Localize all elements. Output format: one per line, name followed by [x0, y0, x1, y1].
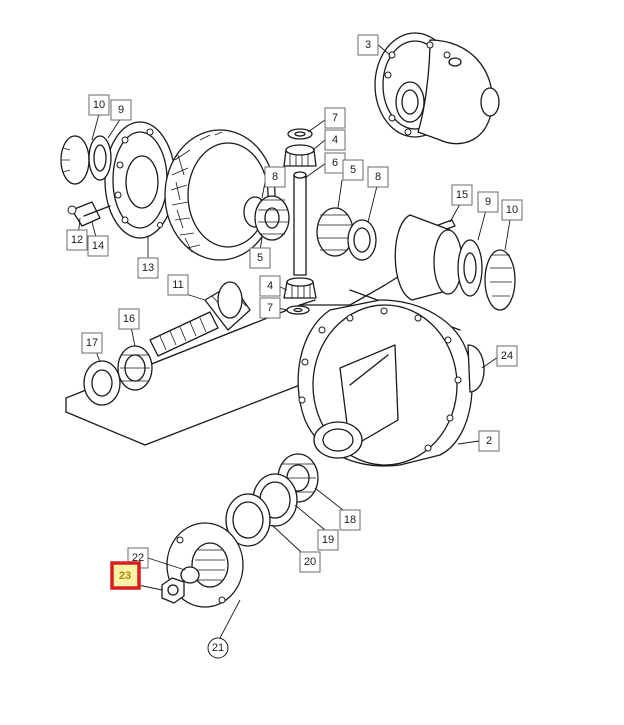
pinion-cross-shaft: [293, 171, 307, 276]
differential-pinion: [243, 195, 290, 241]
part-label-5: 5: [249, 247, 271, 269]
pinion-flange-and-nut: [161, 522, 244, 608]
svg-text:5: 5: [350, 164, 356, 176]
part-label-20: 20: [299, 551, 321, 573]
svg-text:3: 3: [365, 39, 371, 51]
part-label-18: 18: [339, 509, 361, 531]
svg-text:5: 5: [257, 252, 263, 264]
part-label-24: 24: [496, 345, 518, 367]
svg-text:4: 4: [267, 280, 273, 292]
svg-text:2: 2: [486, 435, 492, 447]
svg-text:16: 16: [123, 313, 135, 325]
part-label-23-highlighted: 23: [110, 561, 141, 590]
svg-text:23: 23: [119, 570, 131, 582]
ring-gear-assembly: [104, 121, 276, 261]
drive-pinion-shaft: [149, 281, 251, 357]
svg-text:12: 12: [71, 234, 83, 246]
left-bearing: [60, 135, 112, 185]
part-label-7: 7: [324, 107, 346, 129]
leader-lines: [77, 43, 511, 639]
svg-text:17: 17: [86, 337, 98, 349]
part-label-10: 10: [88, 94, 110, 116]
differential-case: [374, 32, 500, 145]
svg-text:9: 9: [118, 104, 124, 116]
side-gear-lower: [283, 277, 317, 315]
svg-text:13: 13: [142, 262, 154, 274]
part-label-15: 15: [451, 184, 473, 206]
svg-text:4: 4: [332, 134, 338, 146]
axle-housing: [297, 299, 485, 467]
part-label-3: 3: [357, 34, 379, 56]
part-label-7: 7: [259, 297, 281, 319]
part-label-6: 6: [324, 152, 346, 174]
svg-text:10: 10: [93, 99, 105, 111]
part-label-19: 19: [317, 529, 339, 551]
svg-text:15: 15: [456, 189, 468, 201]
svg-text:22: 22: [132, 552, 144, 564]
part-label-4: 4: [324, 129, 346, 151]
differential-pinion-right: [316, 207, 377, 261]
svg-text:7: 7: [332, 112, 338, 124]
part-label-21: 21: [207, 637, 229, 659]
svg-text:18: 18: [344, 514, 356, 526]
part-label-13: 13: [137, 257, 159, 279]
pinion-bearing-left: [83, 345, 153, 406]
svg-text:8: 8: [272, 171, 278, 183]
part-label-12: 12: [66, 229, 88, 251]
part-label-10: 10: [501, 199, 523, 221]
svg-text:7: 7: [267, 302, 273, 314]
part-label-9: 9: [477, 191, 499, 213]
part-label-16: 16: [118, 308, 140, 330]
part-label-2: 2: [478, 430, 500, 452]
part-label-17: 17: [81, 332, 103, 354]
svg-text:14: 14: [92, 240, 104, 252]
svg-text:9: 9: [485, 196, 491, 208]
svg-text:10: 10: [506, 204, 518, 216]
part-label-11: 11: [167, 274, 189, 296]
svg-text:19: 19: [322, 534, 334, 546]
side-gear-upper: [283, 128, 317, 167]
svg-text:20: 20: [304, 556, 316, 568]
part-label-9: 9: [110, 99, 132, 121]
part-label-14: 14: [87, 235, 109, 257]
right-bearing-group: [394, 214, 516, 311]
part-label-8: 8: [367, 166, 389, 188]
svg-text:21: 21: [212, 642, 224, 654]
svg-text:11: 11: [172, 279, 183, 291]
part-label-5: 5: [342, 159, 364, 181]
svg-text:6: 6: [332, 157, 338, 169]
pinion-bearings-front: [225, 453, 319, 547]
part-number-labels: 3 10 9 7 4 6 5 8 8 12 14 13 5 15 9 10 11…: [66, 34, 523, 659]
svg-text:8: 8: [375, 171, 381, 183]
bolt-and-lock-plate: [67, 201, 111, 227]
part-label-8: 8: [264, 166, 286, 188]
part-label-4: 4: [259, 275, 281, 297]
svg-text:24: 24: [501, 350, 513, 362]
